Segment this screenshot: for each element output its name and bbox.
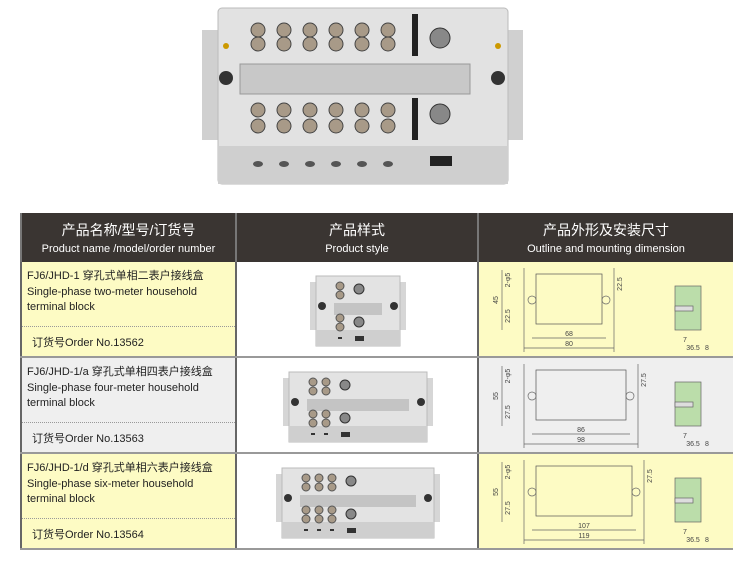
svg-text:36.5: 36.5 — [686, 537, 700, 544]
product-photo — [237, 262, 477, 356]
svg-text:27.5: 27.5 — [647, 469, 654, 483]
svg-text:8: 8 — [705, 441, 709, 448]
header-style: 产品样式 Product style — [235, 213, 478, 262]
terminal-screw — [327, 473, 337, 483]
product-name-cn: FJ6/JHD-1 穿孔式单相二表户接线盒 — [27, 270, 204, 282]
svg-text:22.5: 22.5 — [505, 309, 512, 323]
product-style-cell — [235, 262, 478, 358]
terminal-screw — [335, 281, 345, 291]
header-dim-cn: 产品外形及安装尺寸 — [543, 222, 669, 238]
svg-text:27.5: 27.5 — [505, 501, 512, 515]
header-name-en: Product name /model/order number — [41, 243, 216, 255]
svg-text:2-φ5: 2-φ5 — [505, 273, 512, 288]
product-name-cn: FJ6/JHD-1/a 穿孔式单相四表户接线盒 — [27, 366, 213, 378]
product-name-en: Single-phase six-meter household — [27, 477, 194, 490]
svg-text:7: 7 — [683, 337, 687, 344]
product-name-en-2: terminal block — [27, 397, 95, 409]
order-number: 订货号Order No.13564 — [32, 529, 144, 541]
table-header: 产品名称/型号/订货号 Product name /model/order num… — [20, 213, 733, 262]
product-name: FJ6/JHD-1/d 穿孔式单相六表户接线盒 Single-phase six-… — [22, 454, 235, 519]
terminal-screw — [308, 377, 318, 387]
table-row: FJ6/JHD-1/a 穿孔式单相四表户接线盒 Single-phase four… — [20, 357, 733, 454]
product-table: 产品名称/型号/订货号 Product name /model/order num… — [20, 213, 733, 550]
svg-text:36.5: 36.5 — [686, 441, 700, 448]
product-name-en-2: terminal block — [27, 301, 95, 313]
svg-text:98: 98 — [577, 437, 585, 444]
svg-text:119: 119 — [578, 533, 589, 540]
svg-text:2-φ5: 2-φ5 — [505, 369, 512, 384]
header-name: 产品名称/型号/订货号 Product name /model/order num… — [20, 213, 236, 262]
order-number: 订货号Order No.13562 — [32, 337, 144, 349]
header-style-en: Product style — [325, 243, 389, 255]
product-name-cell: FJ6/JHD-1/a 穿孔式单相四表户接线盒 Single-phase four… — [20, 357, 236, 454]
table-row: FJ6/JHD-1/d 穿孔式单相六表户接线盒 Single-phase six-… — [20, 453, 733, 550]
product-photo — [237, 358, 477, 452]
svg-text:2-φ5: 2-φ5 — [505, 465, 512, 480]
svg-text:86: 86 — [577, 427, 585, 434]
svg-text:7: 7 — [683, 529, 687, 536]
svg-text:8: 8 — [705, 345, 709, 352]
header-dim-en: Outline and mounting dimension — [527, 243, 685, 255]
product-name-cn: FJ6/JHD-1/d 穿孔式单相六表户接线盒 — [27, 462, 213, 474]
product-name: FJ6/JHD-1 穿孔式单相二表户接线盒 Single-phase two-me… — [22, 262, 235, 327]
svg-text:8: 8 — [705, 537, 709, 544]
header-style-cn: 产品样式 — [329, 222, 385, 238]
terminal-screw — [321, 377, 331, 387]
order-number: 订货号Order No.13563 — [32, 433, 144, 445]
svg-text:107: 107 — [578, 523, 590, 530]
product-hero-image — [200, 6, 525, 186]
svg-text:55: 55 — [493, 488, 500, 496]
svg-text:22.5: 22.5 — [617, 277, 624, 291]
product-style-cell — [235, 453, 478, 550]
svg-text:55: 55 — [493, 392, 500, 400]
header-dimension: 产品外形及安装尺寸 Outline and mounting dimension — [477, 213, 733, 262]
product-name-cell: FJ6/JHD-1/d 穿孔式单相六表户接线盒 Single-phase six-… — [20, 453, 236, 550]
terminal-screw — [301, 473, 311, 483]
product-name-en: Single-phase two-meter household — [27, 285, 197, 298]
terminal-screw — [314, 473, 324, 483]
product-style-cell — [235, 357, 478, 454]
svg-text:27.5: 27.5 — [641, 373, 648, 387]
header-name-cn: 产品名称/型号/订货号 — [61, 222, 196, 238]
table-row: FJ6/JHD-1 穿孔式单相二表户接线盒 Single-phase two-me… — [20, 262, 733, 358]
product-name-cell: FJ6/JHD-1 穿孔式单相二表户接线盒 Single-phase two-me… — [20, 262, 236, 358]
svg-text:80: 80 — [565, 341, 573, 348]
product-photo — [237, 454, 477, 548]
svg-text:7: 7 — [683, 433, 687, 440]
svg-text:36.5: 36.5 — [686, 345, 700, 352]
svg-text:27.5: 27.5 — [505, 405, 512, 419]
product-name-en: Single-phase four-meter household — [27, 381, 199, 394]
svg-text:45: 45 — [493, 296, 500, 304]
svg-text:68: 68 — [565, 331, 573, 338]
product-name: FJ6/JHD-1/a 穿孔式单相四表户接线盒 Single-phase four… — [22, 358, 235, 423]
product-name-en-2: terminal block — [27, 493, 95, 505]
